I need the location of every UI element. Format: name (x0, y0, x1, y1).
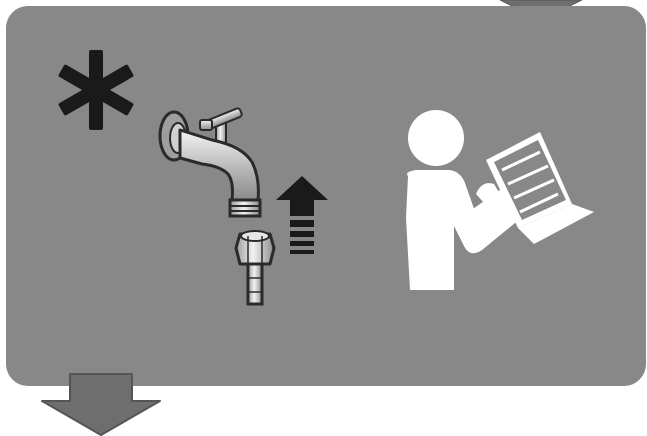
faucet-connect-hose-icon (150, 96, 350, 308)
arrow-up-icon (276, 176, 328, 254)
arrow-down-icon (40, 373, 162, 436)
asterisk-icon (54, 48, 138, 132)
read-manual-icon (390, 98, 602, 290)
